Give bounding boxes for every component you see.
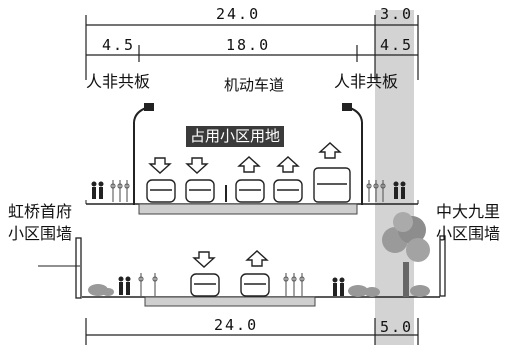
bikes-right-upper — [366, 180, 386, 202]
bikes-mid-lower — [152, 273, 305, 296]
label-right-wall-line1: 中大九里 — [436, 202, 501, 221]
dim-bottom-right: 5.0 — [380, 318, 414, 336]
label-right-wall-line2: 小区围墙 — [436, 224, 501, 243]
upper-road-surface — [85, 200, 419, 215]
walls — [75, 235, 446, 299]
lower-direction-arrows — [192, 250, 269, 268]
dim-sub-mid: 18.0 — [226, 36, 271, 54]
tree — [382, 212, 430, 297]
label-left-wall-line1: 虹桥首府 — [8, 202, 73, 221]
upper-cars — [146, 167, 351, 203]
dim-sub-right: 4.5 — [380, 36, 414, 54]
label-motor-lane: 机动车道 — [224, 76, 285, 94]
dim-bottom-total: 24.0 — [214, 316, 259, 334]
label-occupied-land: 占用小区用地 — [186, 126, 285, 147]
pedestrians-left-upper — [91, 181, 104, 199]
shrubs-left — [88, 284, 114, 296]
lower-road-surface — [82, 296, 440, 307]
shrubs-right — [348, 285, 430, 297]
dim-top-total: 24.0 — [216, 5, 261, 23]
label-sidewalk-right: 人非共板 — [334, 72, 399, 91]
upper-direction-arrows — [148, 142, 342, 174]
pedestrians-left-lower — [118, 276, 131, 295]
dim-sub-left: 4.5 — [102, 36, 136, 54]
lower-cars — [190, 273, 270, 297]
bottom-dimension-lines — [85, 318, 419, 345]
pedestrians-right-lower — [332, 277, 345, 296]
top-dimension-lines — [85, 15, 419, 80]
pedestrians-right-upper — [393, 181, 406, 199]
label-left-wall-line2: 小区围墙 — [8, 224, 73, 243]
bikes-left-upper — [110, 180, 130, 202]
street-lamp-right — [342, 103, 363, 205]
label-sidewalk-left: 人非共板 — [86, 72, 151, 91]
street-lamp-left — [133, 103, 154, 205]
dim-top-right: 3.0 — [380, 5, 414, 23]
bikes-left-lower — [138, 273, 144, 296]
